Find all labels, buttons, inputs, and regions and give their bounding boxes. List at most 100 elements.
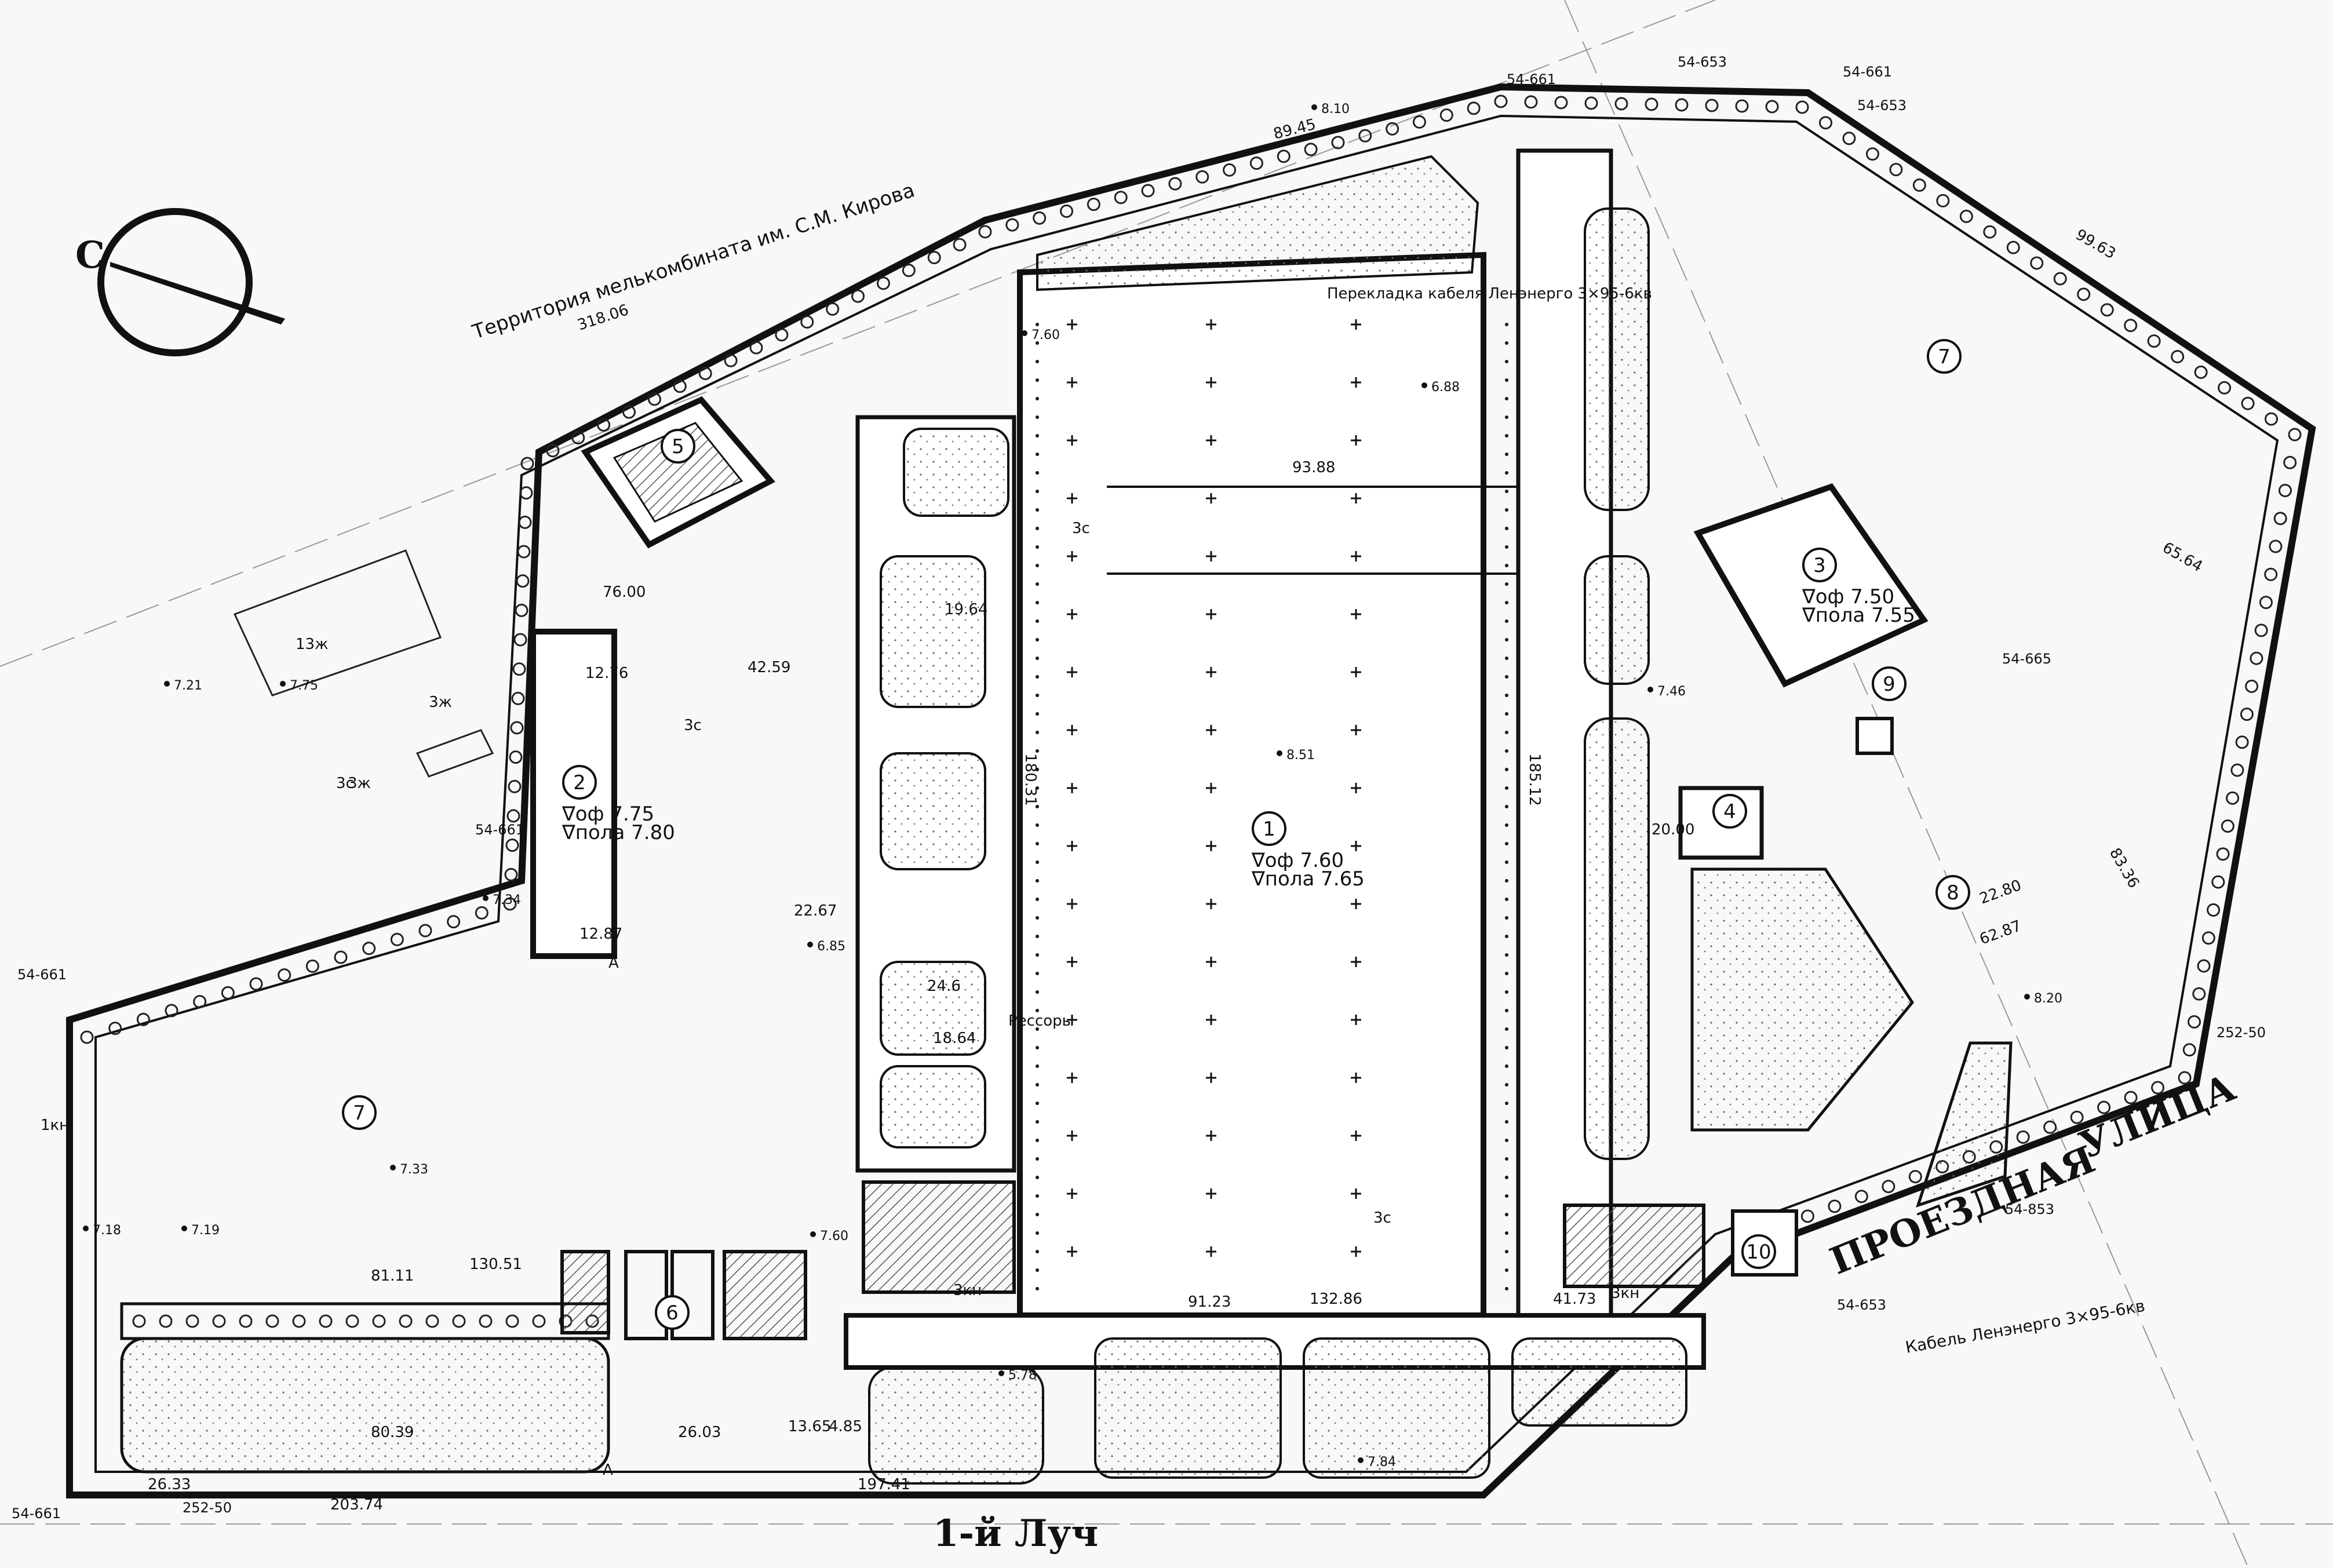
zone-number: 7 [353,1102,366,1125]
grid-dot [1036,1102,1039,1105]
zone-number: 2 [573,771,586,794]
grid-dot [1036,1287,1039,1290]
tree [1060,204,1074,218]
grid-dot [1505,1009,1508,1012]
dimension-label: 42.59 [748,659,790,676]
grid-dot [1505,990,1508,994]
tree [927,250,941,264]
column-mark [1067,551,1077,561]
dimension-label: 83.36 [2106,845,2142,891]
tree [519,486,533,500]
grid-dot [1505,1064,1508,1068]
grid-dot [1505,564,1508,567]
level-point [1311,104,1317,110]
grid-dot [1505,601,1508,604]
station-label: 54-661 [1843,64,1892,80]
tree [136,1012,150,1026]
column-mark [1206,783,1216,793]
tree [1195,170,1209,184]
tree [2070,1110,2084,1124]
column-mark [1067,725,1077,735]
tree [509,750,523,764]
grid-dot [1505,786,1508,790]
tree [1828,1199,1842,1213]
zone-number: 6 [666,1301,679,1325]
north-garden [1036,155,1479,291]
tree [221,986,235,1000]
tree [334,950,348,964]
north-arrow: С [75,208,285,356]
tree [510,721,524,735]
column-mark [1206,1188,1216,1199]
column-mark [1206,1131,1216,1141]
level-label: 8.51 [1286,748,1315,763]
tree [851,289,865,303]
column-mark [1351,1131,1361,1141]
tree [292,1314,306,1328]
grid-dot [1505,434,1508,437]
east-garden-a [1690,867,1915,1132]
grid-dot [1505,471,1508,475]
grid-dot [1505,378,1508,382]
grid-dot [1036,601,1039,604]
grid-dot [1505,731,1508,734]
column-mark [1067,667,1077,677]
station-label: 252-50 [2217,1024,2266,1041]
zone-circle [655,1295,690,1330]
level-label: 8.20 [2034,991,2062,1006]
column-mark [1206,667,1216,677]
grid-dot [1036,564,1039,567]
grid-dot [1036,638,1039,641]
dimension-label: 12.76 [585,665,628,682]
south-west-tree-row [120,1302,610,1340]
tree [2100,303,2114,317]
tree [647,392,661,406]
grid-dot [1036,471,1039,475]
tree [546,444,560,458]
grid-dot [1036,823,1039,827]
tree [345,1314,359,1328]
column-mark [1067,377,1077,388]
grid-dot [1505,694,1508,697]
grid-dot [1036,879,1039,883]
tree [532,1314,546,1328]
tree [506,809,520,823]
tree [2278,484,2292,498]
tree [319,1314,333,1328]
grid-dot [1036,898,1039,901]
tree [372,1314,386,1328]
tree [132,1314,146,1328]
zone-number: 5 [672,435,684,458]
tree [508,779,522,793]
grid-dot [1036,1213,1039,1216]
column-mark [1206,609,1216,619]
tree [159,1314,173,1328]
tree [503,897,517,911]
level-label: 7.33 [400,1162,428,1177]
column-mark [1351,609,1361,619]
dimension-label: 41.73 [1553,1290,1596,1308]
grid-dot [1036,990,1039,994]
column-mark [1206,899,1216,909]
tree [517,545,531,559]
level-label: 7.60 [820,1229,848,1244]
room-label: A [608,954,619,972]
level-point [390,1165,396,1170]
grid-dot [1505,490,1508,493]
tree [2097,1100,2111,1114]
building-9 [1856,717,1894,755]
dimension-label: 130.51 [469,1256,522,1273]
tree [2245,679,2259,693]
compass-label: С [75,234,105,277]
level-point [483,895,489,901]
level-point [1421,382,1427,388]
grid-dot [1505,1120,1508,1124]
grid-dot [1505,972,1508,975]
grid-dot [1036,1120,1039,1124]
tree [1168,177,1182,191]
room-label: 3кн [953,1282,982,1299]
level-label: 6.88 [1431,380,1460,395]
level-label: 7.18 [93,1223,121,1238]
zone-number: 7 [1938,345,1951,369]
